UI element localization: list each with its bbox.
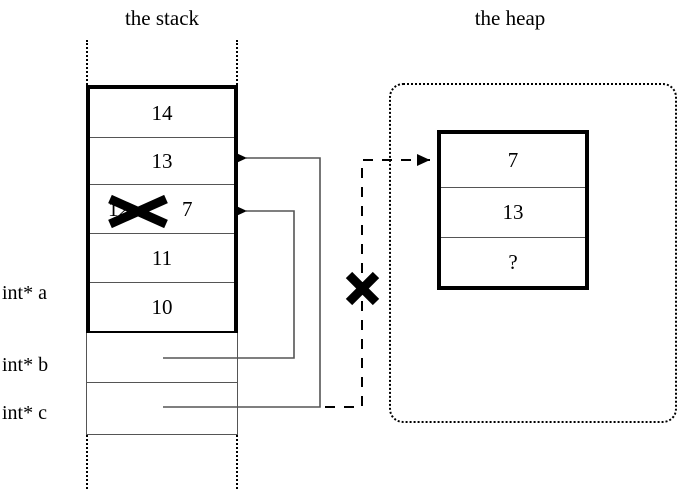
stack-cell-value: 10 <box>151 294 173 319</box>
heap-cell-value: 13 <box>502 200 524 224</box>
stack-guide-right-bottom <box>236 435 238 489</box>
stack-cell-old-value: 12 <box>108 197 129 221</box>
variable-label-c: int* c <box>2 402 47 424</box>
heap-cell-value: ? <box>508 249 518 274</box>
stack-free-cell-b <box>87 333 237 382</box>
variable-label-b: int* b <box>2 354 49 376</box>
stack-free-cells <box>86 333 238 435</box>
stack-title: the stack <box>124 6 200 30</box>
heap-cell-2: ? <box>441 237 585 286</box>
invalid-pointer-x-mark <box>345 271 380 306</box>
heap-cell-1: 13 <box>441 187 585 237</box>
stack-cell-value: 14 <box>151 100 173 125</box>
stack-free-cell-c <box>87 382 237 433</box>
stack-guide-left-bottom <box>86 435 88 489</box>
stack-guide-left <box>86 40 88 85</box>
stack-cell-new-value: 7 <box>182 197 193 221</box>
stack-cell-12-overwritten: 12 7 <box>90 184 234 233</box>
variable-label-a: int* a <box>2 282 47 304</box>
stack-cell-value: 11 <box>151 245 173 270</box>
heap-title: the heap <box>474 6 546 30</box>
stack-cell-11: 11 <box>90 233 234 282</box>
stack-frame: 14 13 12 7 11 10 <box>86 85 238 335</box>
stack-cell-14: 14 <box>90 89 234 137</box>
heap-cell-0: 7 <box>441 134 585 187</box>
stack-cell-10: 10 <box>90 282 234 331</box>
heap-block: 7 13 ? <box>437 130 589 290</box>
heap-cell-value: 7 <box>507 148 519 172</box>
stack-guide-right <box>236 40 238 85</box>
stack-cell-value: 13 <box>151 148 173 173</box>
stack-cell-13: 13 <box>90 137 234 184</box>
